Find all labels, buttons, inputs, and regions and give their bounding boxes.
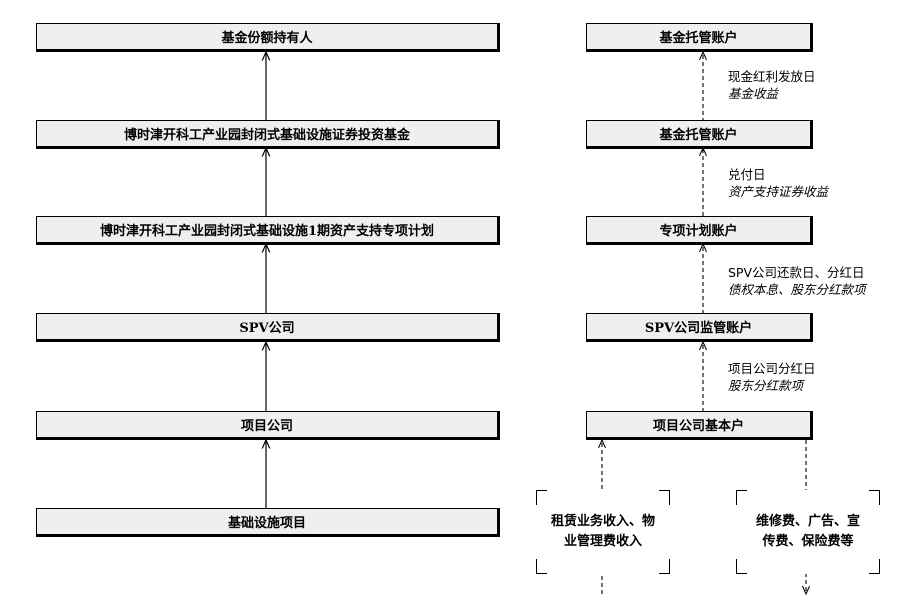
box-abs-plan: 博时津开科工产业园封闭式基础设施1期资产支持专项计划 (36, 216, 500, 245)
box-fund-label: 博时津开科工产业园封闭式基础设施证券投资基金 (123, 128, 410, 143)
box-custody-account-mid: 基金托管账户 (586, 120, 813, 149)
flow-label-dividend: 现金红利发放日 基金收益 (728, 68, 816, 102)
bracket-income: 租赁业务收入、物 业管理费收入 (536, 490, 670, 574)
bracket-expense-line1: 维修费、广告、宣 (755, 514, 860, 529)
flow-label-redemption-date: 兑付日 (728, 167, 766, 182)
box-custody-account-mid-label: 基金托管账户 (659, 128, 738, 143)
box-infrastructure-label: 基础设施项目 (227, 516, 306, 531)
flow-label-spv-repayment-date: SPV公司还款日、分红日 (728, 265, 865, 280)
box-fund-holder: 基金份额持有人 (36, 23, 500, 52)
box-special-plan-account-label: 专项计划账户 (659, 224, 738, 239)
box-spv: SPV公司 (36, 313, 500, 342)
flow-label-spv-repayment: SPV公司还款日、分红日 债权本息、股东分红款项 (728, 264, 866, 298)
box-special-plan-account: 专项计划账户 (586, 216, 813, 245)
flow-label-redemption-item: 资产支持证券收益 (728, 184, 829, 199)
flow-label-company-dividend-item: 股东分红款项 (728, 378, 804, 393)
flow-label-dividend-item: 基金收益 (728, 86, 779, 101)
box-spv-label: SPV公司 (239, 321, 295, 336)
box-custody-account-top-label: 基金托管账户 (659, 31, 738, 46)
box-project-company: 项目公司 (36, 411, 500, 440)
box-custody-account-top: 基金托管账户 (586, 23, 813, 52)
flow-label-redemption: 兑付日 资产支持证券收益 (728, 166, 828, 200)
flow-label-company-dividend-date: 项目公司分红日 (728, 361, 816, 376)
flow-label-spv-repayment-item: 债权本息、股东分红款项 (728, 282, 866, 297)
bracket-income-line1: 租赁业务收入、物 (550, 514, 655, 529)
flow-label-company-dividend: 项目公司分红日 股东分红款项 (728, 360, 816, 394)
box-infrastructure: 基础设施项目 (36, 508, 500, 537)
box-fund-holder-label: 基金份额持有人 (221, 31, 313, 46)
box-spv-supervision-account-label: SPV公司监管账户 (644, 321, 753, 336)
bracket-expense-line2: 传费、保险费等 (762, 534, 854, 549)
bracket-income-line2: 业管理费收入 (563, 534, 642, 549)
flow-label-dividend-date: 现金红利发放日 (728, 69, 816, 84)
box-project-company-label: 项目公司 (240, 419, 293, 434)
box-project-basic-account-label: 项目公司基本户 (652, 419, 744, 434)
box-spv-supervision-account: SPV公司监管账户 (586, 313, 813, 342)
box-abs-plan-label: 博时津开科工产业园封闭式基础设施1期资产支持专项计划 (99, 224, 435, 239)
bracket-expense: 维修费、广告、宣 传费、保险费等 (736, 490, 880, 574)
box-fund: 博时津开科工产业园封闭式基础设施证券投资基金 (36, 120, 500, 149)
box-project-basic-account: 项目公司基本户 (586, 411, 813, 440)
